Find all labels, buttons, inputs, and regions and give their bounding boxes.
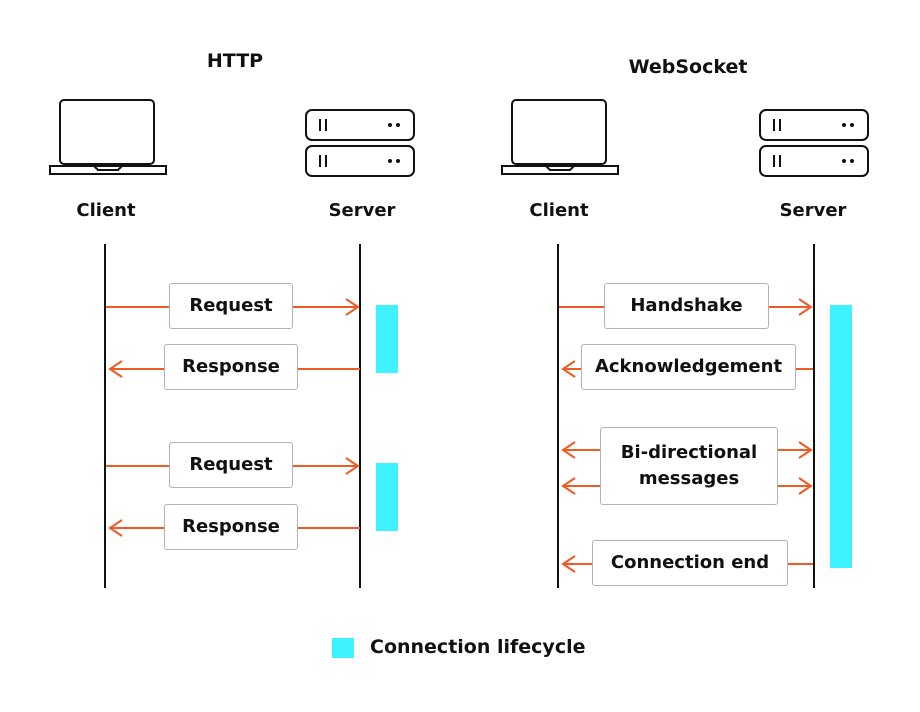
http-lifecycle-bar-1 [376,305,398,373]
websocket-lifecycle-bar [830,305,852,568]
http-message-response-1: Response [164,344,298,390]
websocket-client-label: Client [529,200,589,221]
http-message-response-2: Response [164,504,298,550]
http-message-request-2: Request [169,442,293,488]
http-client-lifeline [104,244,106,588]
websocket-server-lifeline [813,244,815,588]
websocket-title: WebSocket [628,56,748,78]
http-server-lifeline [359,244,361,588]
websocket-server-label: Server [779,200,847,221]
websocket-message-handshake: Handshake [604,283,769,329]
websocket-message-connection-end: Connection end [592,540,788,586]
legend-label: Connection lifecycle [370,636,586,658]
http-title: HTTP [206,50,264,72]
websocket-message-acknowledgement: Acknowledgement [581,344,796,390]
http-client-label: Client [76,200,136,221]
http-message-request-1: Request [169,283,293,329]
laptop-icon [501,99,619,175]
server-rack-icon [305,109,415,177]
legend-swatch-lifecycle [332,638,354,658]
laptop-icon [49,99,167,175]
http-server-label: Server [328,200,396,221]
http-lifecycle-bar-2 [376,463,398,531]
websocket-client-lifeline [557,244,559,588]
server-rack-icon [759,109,869,177]
websocket-message-bidirectional: Bi-directional messages [600,427,778,505]
